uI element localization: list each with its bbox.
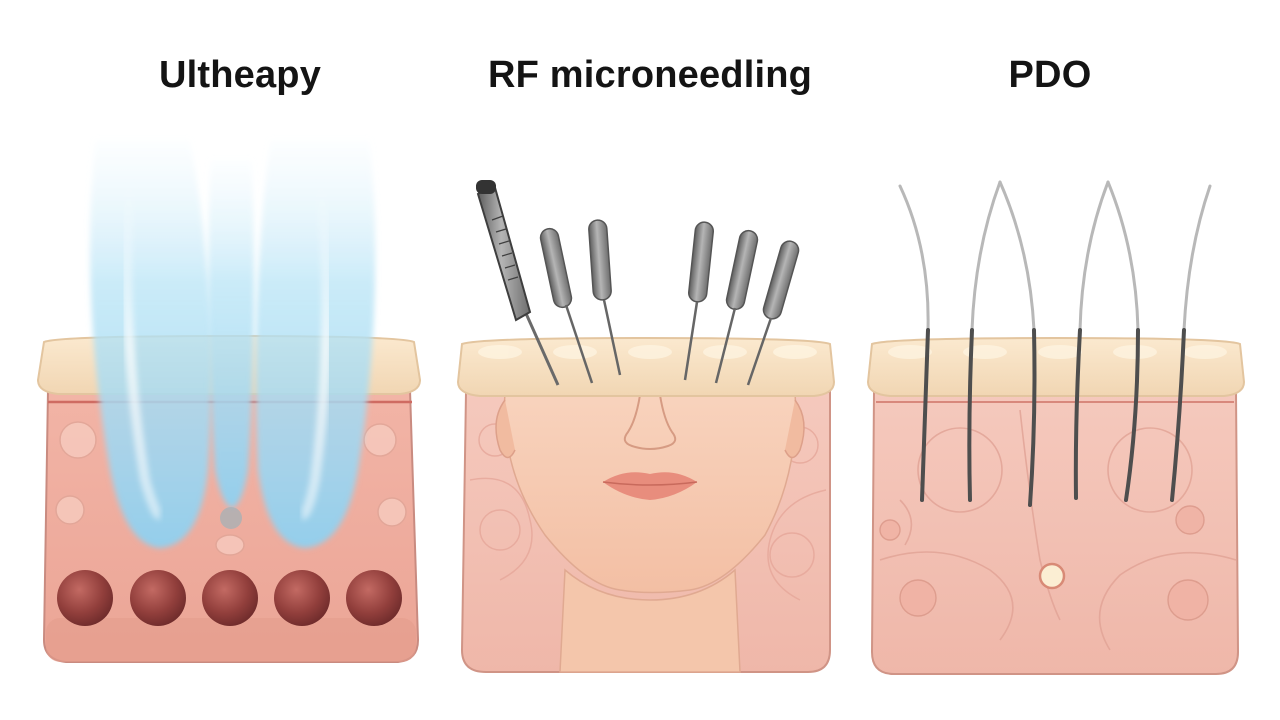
pdo-threads — [898, 180, 1212, 507]
rf-microneedling-panel — [456, 180, 836, 673]
pdo-node — [1038, 562, 1066, 590]
ultherapy-panel — [36, 140, 422, 663]
panel-title-pdo: PDO — [1008, 54, 1092, 96]
lips — [603, 472, 697, 500]
deep-layer — [46, 618, 416, 662]
panel-title-ultherapy: Ultheapy — [158, 54, 322, 96]
ultrasound-beams — [90, 140, 376, 548]
tissue-block — [870, 391, 1240, 675]
microneedles — [539, 219, 800, 386]
focal-points — [57, 570, 402, 626]
panel-title-rf-microneedling: RF microneedling — [487, 54, 813, 96]
rf-handpiece — [476, 180, 560, 386]
pdo-panel — [866, 180, 1246, 675]
